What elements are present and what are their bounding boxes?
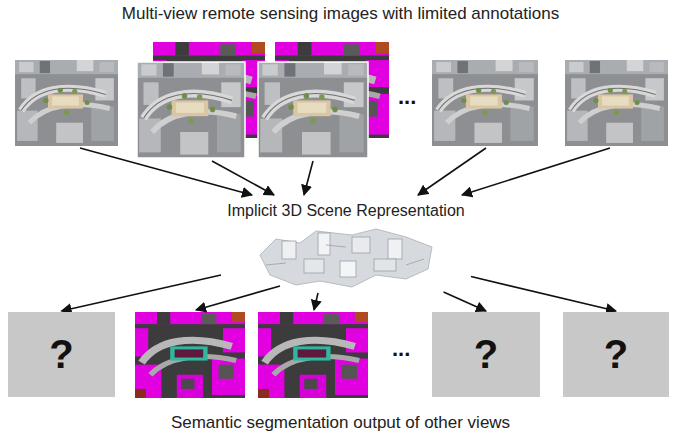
arrow [304,161,313,195]
view-image [15,60,118,146]
view-image [432,60,538,146]
arrow [196,286,280,310]
input-arrows [80,148,610,195]
node-label: Implicit 3D Scene Representation [221,200,471,220]
unknown-mark: ? [474,332,498,377]
mesh-illustration [256,225,436,291]
image-frame [258,62,368,158]
caption: Semantic segmentation output of other vi… [0,413,681,433]
title: Multi-view remote sensing images with li… [0,4,681,24]
unknown-view-box: ? [8,312,115,397]
scene-representation: Implicit 3D Scene Representation [221,200,471,292]
ellipsis: ... [398,84,416,110]
arrow [418,148,486,195]
output-arrows [196,286,318,310]
unknown-view-box: ? [563,312,669,397]
segmentation-map [135,312,245,398]
ellipsis: ... [392,336,410,362]
unknown-view-box: ? [432,312,540,397]
unknown-mark: ? [49,332,73,377]
connector-arrow [62,275,222,311]
connector-arrow [471,277,616,311]
view-image [258,62,368,158]
connector-arrow [444,292,486,311]
image-frame [137,62,245,158]
arrow [462,148,610,195]
view-image [565,60,668,146]
arrow [80,148,252,195]
unknown-mark: ? [604,332,628,377]
view-image [137,62,245,158]
arrow [314,293,318,310]
arrow [212,161,274,195]
segmentation-map [258,312,368,398]
